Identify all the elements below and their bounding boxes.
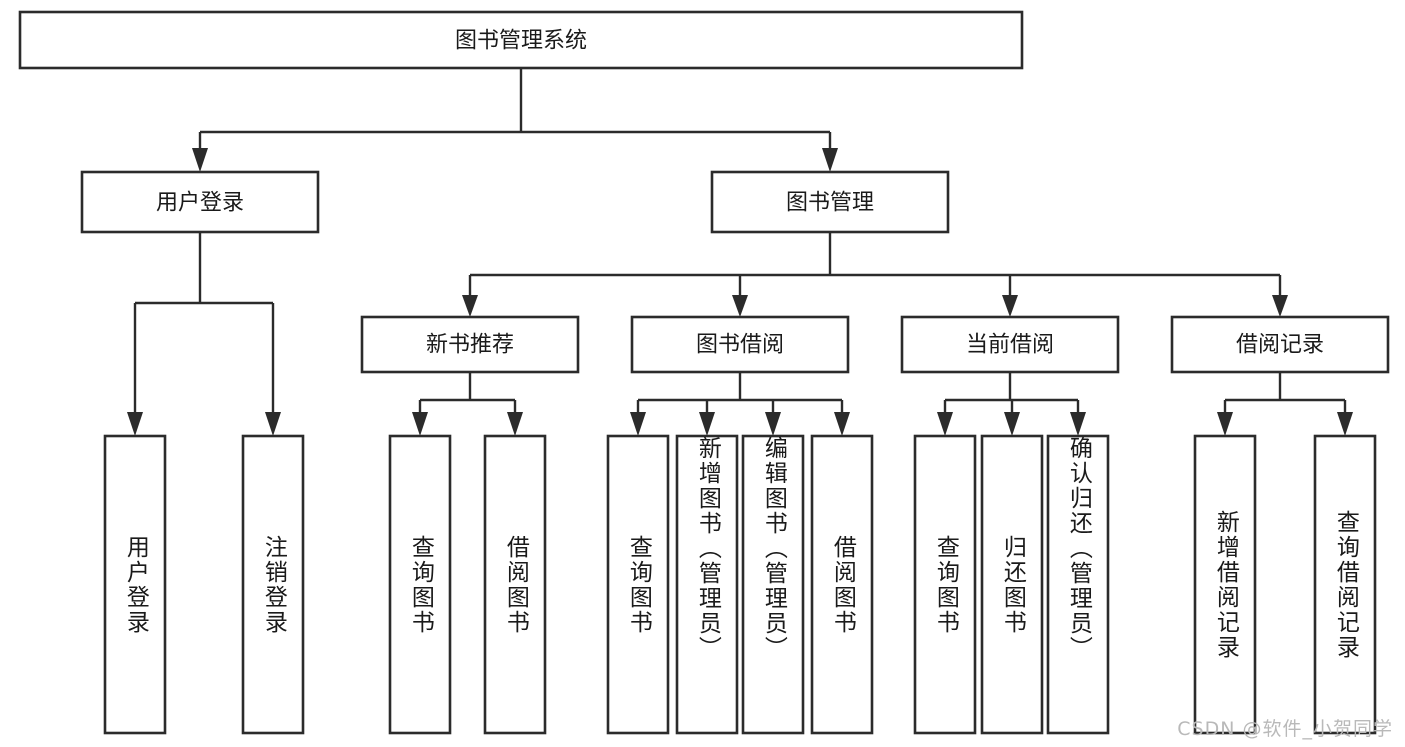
leaf-box-borrow-book-2[interactable] [810, 434, 874, 735]
leaf-label-confirm-return: 确认归还（管理员） [1048, 436, 1108, 733]
leaf-box-user-login[interactable] [103, 434, 167, 735]
arrow-head-book-mgmt [822, 148, 838, 172]
node-user-login-box[interactable] [80, 170, 320, 234]
node-new-book-recommend[interactable]: 新书推荐 [360, 315, 580, 374]
leaf-label-add-book-text: 新增图书（管理员） [694, 436, 721, 661]
node-book-borrow[interactable]: 图书借阅 [630, 315, 850, 374]
leaf-box-query-record[interactable] [1313, 434, 1377, 735]
leaf-label-borrow-book-1-text: 借阅图书 [502, 534, 529, 635]
leaf-label-return-book: 归还图书 [982, 436, 1042, 733]
node-borrow-record-label: 借阅记录 [1236, 333, 1324, 358]
arrow-head-leaf-borrow-book-2 [834, 412, 850, 436]
arrow-head-leaf-query-book-1 [412, 412, 428, 436]
connectors-book-borrow-to-leaves [630, 372, 850, 436]
arrow-head-leaf-edit-book [765, 412, 781, 436]
connectors-new-book-to-leaves [412, 372, 523, 436]
leaf-box-confirm-return[interactable] [1046, 434, 1110, 735]
leaf-label-query-book-3-text: 查询图书 [932, 534, 959, 635]
node-borrow-record-box[interactable] [1170, 315, 1390, 374]
node-current-borrow[interactable]: 当前借阅 [900, 315, 1120, 374]
node-user-login[interactable]: 用户登录 [80, 170, 320, 234]
leaf-box-borrow-book-1[interactable] [483, 434, 547, 735]
leaf-boxes [103, 434, 1377, 735]
leaf-box-add-record[interactable] [1193, 434, 1257, 735]
node-root[interactable]: 图书管理系统 [18, 10, 1024, 70]
arrow-head-leaf-return-book [1004, 412, 1020, 436]
arrow-head-borrow-record [1272, 295, 1288, 317]
arrow-head-user-login [192, 148, 208, 172]
leaf-box-query-book-3[interactable] [913, 434, 977, 735]
connectors-borrow-record-to-leaves [1217, 372, 1353, 436]
leaf-label-logout-text: 注销登录 [260, 534, 287, 635]
leaf-box-query-book-2[interactable] [606, 434, 670, 735]
leaf-label-query-record: 查询借阅记录 [1315, 436, 1375, 733]
arrow-head-leaf-logout [265, 412, 281, 436]
node-book-management[interactable]: 图书管理 [710, 170, 950, 234]
leaf-label-query-book-3: 查询图书 [915, 436, 975, 733]
node-book-management-label: 图书管理 [786, 191, 874, 216]
csdn-watermark: CSDN @软件_小贺同学 [1177, 718, 1393, 740]
leaf-box-edit-book[interactable] [741, 434, 805, 735]
leaf-box-query-book-1[interactable] [388, 434, 452, 735]
arrow-head-new-book-recommend [462, 295, 478, 317]
leaf-label-edit-book-text: 编辑图书（管理员） [760, 436, 787, 661]
node-book-borrow-box[interactable] [630, 315, 850, 374]
leaf-label-edit-book: 编辑图书（管理员） [743, 436, 803, 733]
node-current-borrow-box[interactable] [900, 315, 1120, 374]
node-user-login-label: 用户登录 [156, 191, 244, 216]
arrow-head-leaf-add-book [699, 412, 715, 436]
leaf-label-user-login-text: 用户登录 [122, 534, 149, 635]
leaf-label-confirm-return-text: 确认归还（管理员） [1065, 436, 1092, 661]
node-root-label: 图书管理系统 [455, 29, 587, 54]
node-root-box[interactable] [18, 10, 1024, 70]
leaf-label-query-book-1-text: 查询图书 [407, 534, 434, 635]
connectors-book-mgmt-to-level3 [462, 232, 1288, 317]
leaf-label-return-book-text: 归还图书 [999, 534, 1026, 635]
leaf-box-add-book[interactable] [675, 434, 739, 735]
leaf-label-logout: 注销登录 [243, 436, 303, 733]
node-new-book-recommend-label: 新书推荐 [426, 333, 514, 358]
node-borrow-record[interactable]: 借阅记录 [1170, 315, 1390, 374]
leaf-label-add-book: 新增图书（管理员） [677, 436, 737, 733]
leaf-box-logout[interactable] [241, 434, 305, 735]
node-book-borrow-label: 图书借阅 [696, 333, 784, 358]
arrow-head-leaf-add-record [1217, 412, 1233, 436]
arrow-head-leaf-query-record [1337, 412, 1353, 436]
arrow-head-leaf-borrow-book-1 [507, 412, 523, 436]
leaf-label-add-record-text: 新增借阅记录 [1212, 509, 1239, 660]
leaf-label-query-book-1: 查询图书 [390, 436, 450, 733]
arrow-head-current-borrow [1002, 295, 1018, 317]
arrow-head-leaf-query-book-2 [630, 412, 646, 436]
leaf-label-borrow-book-2-text: 借阅图书 [829, 534, 856, 635]
connectors-user-login-to-leaves [127, 232, 281, 436]
leaf-box-return-book[interactable] [980, 434, 1044, 735]
leaf-label-query-book-2: 查询图书 [608, 436, 668, 733]
leaf-label-borrow-book-2: 借阅图书 [812, 436, 872, 733]
leaf-label-query-record-text: 查询借阅记录 [1332, 509, 1359, 660]
connectors-current-borrow-to-leaves [937, 372, 1086, 436]
leaf-label-query-book-2-text: 查询图书 [625, 534, 652, 635]
leaf-label-add-record: 新增借阅记录 [1195, 436, 1255, 733]
arrow-head-leaf-query-book-3 [937, 412, 953, 436]
node-current-borrow-label: 当前借阅 [966, 333, 1054, 358]
leaf-label-user-login: 用户登录 [105, 436, 165, 733]
arrow-head-leaf-confirm-return [1070, 412, 1086, 436]
leaf-label-borrow-book-1: 借阅图书 [485, 436, 545, 733]
arrow-head-book-borrow [732, 295, 748, 317]
node-book-management-box[interactable] [710, 170, 950, 234]
connectors-root-to-level2 [192, 68, 838, 172]
arrow-head-leaf-user-login [127, 412, 143, 436]
node-new-book-recommend-box[interactable] [360, 315, 580, 374]
